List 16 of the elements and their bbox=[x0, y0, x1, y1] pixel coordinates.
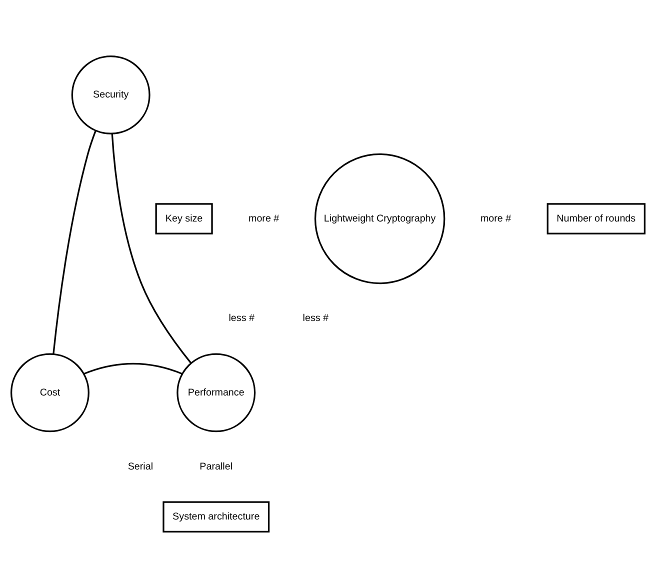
node-circle: Lightweight Cryptography bbox=[314, 153, 446, 284]
node-circle: Cost bbox=[10, 353, 90, 432]
connector bbox=[111, 134, 192, 364]
node-circle: Performance bbox=[176, 353, 256, 432]
label: Parallel bbox=[200, 461, 233, 472]
connector bbox=[52, 130, 96, 354]
node-circle: Security bbox=[71, 55, 150, 134]
node-box: System architecture bbox=[162, 501, 270, 533]
node-box: Key size bbox=[155, 203, 213, 234]
label: more # bbox=[248, 213, 280, 224]
label: more # bbox=[480, 213, 512, 224]
label: less # bbox=[302, 313, 329, 324]
node-box: Number of rounds bbox=[546, 203, 646, 234]
label: Serial bbox=[128, 461, 154, 472]
connector bbox=[84, 362, 183, 375]
label: less # bbox=[228, 313, 255, 324]
